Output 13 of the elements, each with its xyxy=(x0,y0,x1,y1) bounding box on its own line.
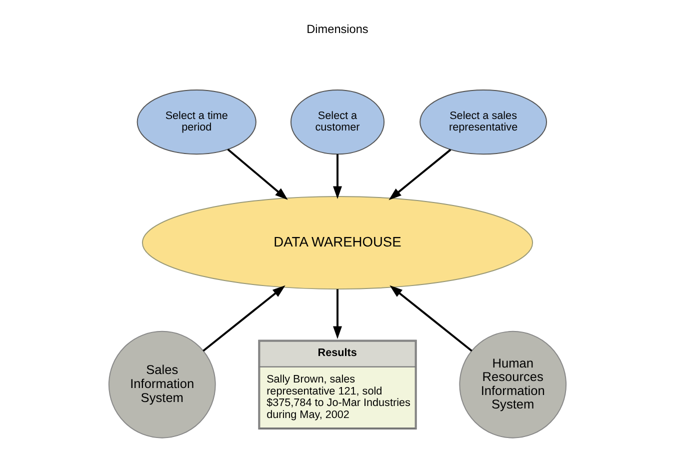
arrow xyxy=(202,285,285,352)
node-circle: Sales Information System xyxy=(108,330,216,438)
node-ellipse: Select a time period xyxy=(136,89,256,155)
arrow xyxy=(332,154,342,200)
arrow xyxy=(388,148,451,200)
node-ellipse: Select a sales representative xyxy=(419,89,547,155)
node-ellipse: DATA WAREHOUSE xyxy=(141,196,533,290)
node-circle: Human Resources Information System xyxy=(458,330,566,438)
arrow xyxy=(226,148,288,200)
arrow xyxy=(389,285,472,352)
node-ellipse: Select a customer xyxy=(290,89,384,155)
arrow xyxy=(332,289,342,340)
label: Dimensions xyxy=(306,22,368,36)
